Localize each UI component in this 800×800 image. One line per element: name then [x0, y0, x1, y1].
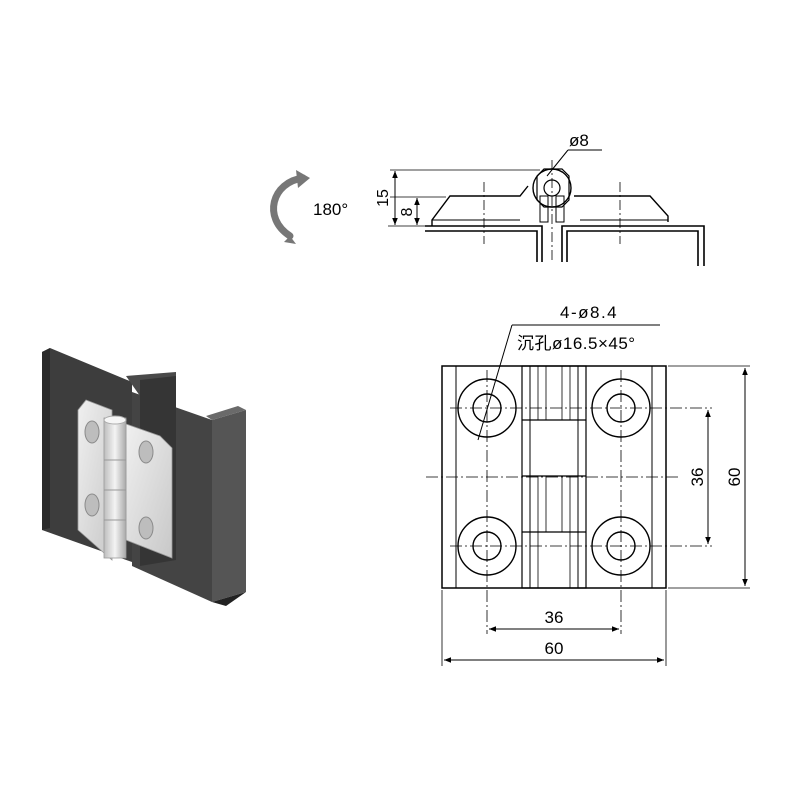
- hinge-side-profile: [425, 160, 705, 266]
- top-view: 4-ø8.4 沉孔ø16.5×45°: [426, 303, 750, 666]
- height-overall-label: 60: [725, 468, 744, 487]
- hole-pitch-vertical-label: 36: [688, 468, 707, 487]
- side-view: 180° ø8 15 8: [270, 131, 705, 266]
- hole-spec-label: 4-ø8.4: [560, 303, 618, 322]
- width-overall-label: 60: [545, 639, 564, 658]
- rotation-arrow-icon: [270, 170, 310, 244]
- height-dimensions: 15 8: [375, 169, 540, 227]
- pin-diameter-label: ø8: [569, 131, 589, 150]
- height-total-label: 15: [375, 189, 392, 207]
- countersink-spec-label: 沉孔ø16.5×45°: [517, 334, 636, 353]
- hole-pitch-horizontal-label: 36: [545, 608, 564, 627]
- height-leaf-label: 8: [399, 207, 416, 216]
- rotation-label: 180°: [313, 200, 348, 219]
- hinge-3d-illustration: [42, 348, 246, 606]
- centre-lines: [426, 370, 712, 634]
